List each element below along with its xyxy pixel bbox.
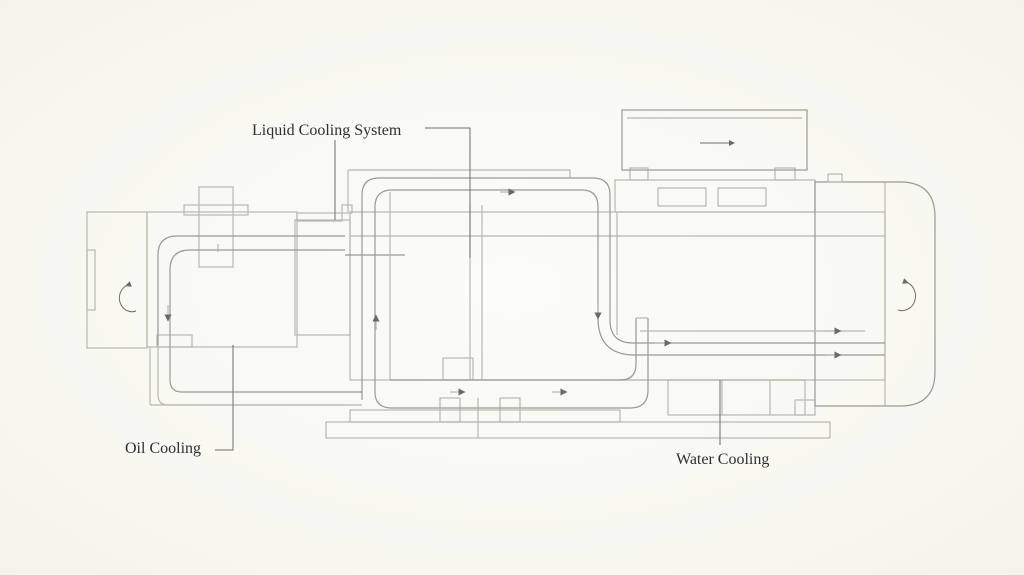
right-end-cap [814,173,936,407]
liquid-cooling-label: Liquid Cooling System [252,122,402,139]
top-motor [621,109,808,171]
base-plate [325,397,831,439]
leader-liquid-cooling [334,127,471,258]
oil-cooling-label: Oil Cooling [125,440,201,457]
main-housing [345,167,886,416]
liquid-cooling-loop [347,169,885,409]
rotate-cw-icon [897,278,917,312]
left-housing [86,186,353,406]
oil-cooling-loop [157,235,362,406]
water-cooling-label: Water Cooling [676,451,769,468]
leader-oil-cooling [215,345,234,451]
rotate-ccw-icon [118,281,137,313]
